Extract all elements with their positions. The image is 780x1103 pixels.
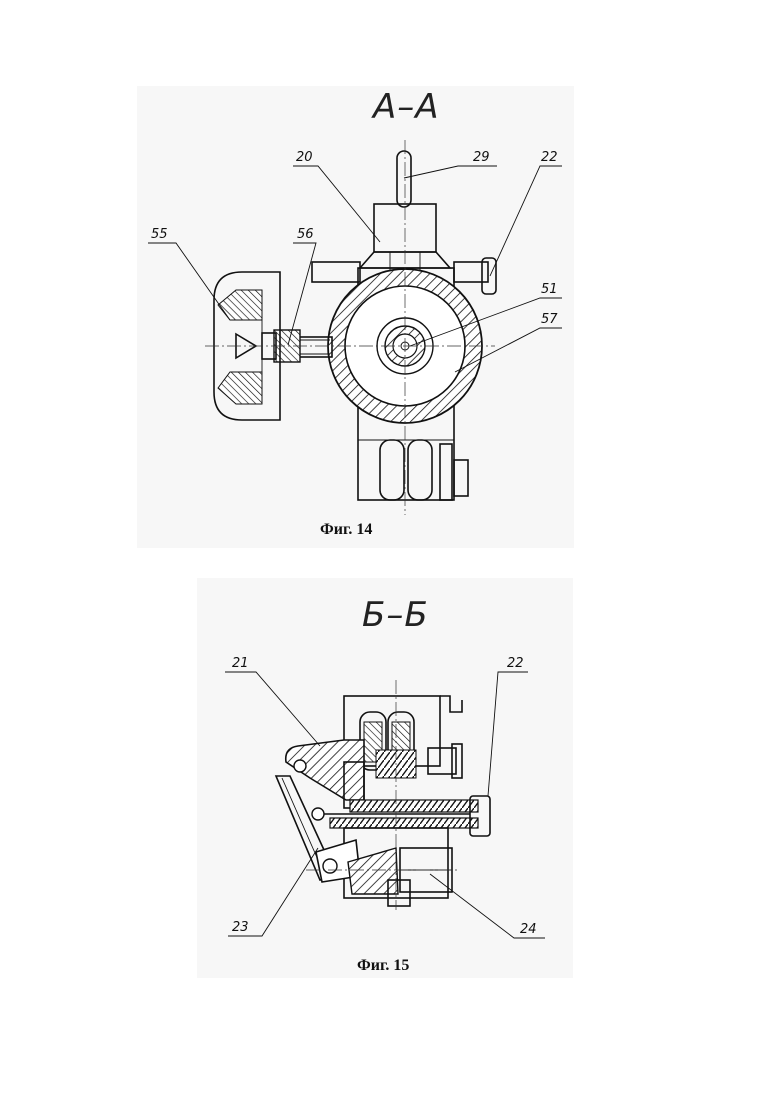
callout-23: 23 (232, 920, 249, 935)
callout-24: 24 (520, 922, 537, 937)
callout-22-fig15: 22 (507, 656, 524, 671)
part-24-lower-block (316, 828, 452, 906)
caption-fig-15: Фиг. 15 (357, 957, 409, 974)
section-title-b-b: Б–Б (362, 595, 429, 635)
callout-21: 21 (232, 656, 249, 671)
part-21-lever (286, 740, 364, 808)
part-22-spring-rod (312, 796, 490, 836)
